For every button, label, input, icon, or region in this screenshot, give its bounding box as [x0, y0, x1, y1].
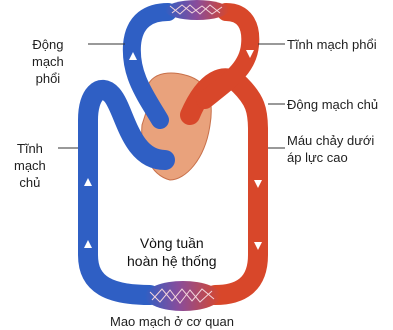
systemic-circulation-label-line2: hoàn hệ thống: [127, 252, 217, 270]
high-pressure-label: Máu chảy dưới áp lực cao: [287, 132, 374, 166]
pulmonary-artery-label-line2: mạch: [32, 53, 64, 70]
organ-capillary-bed: [145, 281, 221, 311]
high-pressure-label-line1: Máu chảy dưới: [287, 132, 374, 149]
pulmonary-artery-label: Động mạch phổi: [32, 36, 64, 87]
vena-cava-label-line3: chủ: [14, 174, 46, 191]
systemic-circulation-label: Vòng tuần hoàn hệ thống: [127, 234, 217, 270]
vena-cava-label-line1: Tĩnh: [14, 140, 46, 157]
pulmonary-vein-label: Tĩnh mạch phổi: [287, 36, 377, 53]
pulmonary-artery-label-line1: Động: [32, 36, 64, 53]
pulmonary-circulation-label-line2: hoàn phổi: [149, 53, 201, 66]
vena-cava-label: Tĩnh mạch chủ: [14, 140, 46, 191]
pulmonary-circulation-label-line1: Vòng tuần: [149, 40, 201, 53]
organ-capillaries-label: Mao mạch ở cơ quan: [110, 313, 234, 330]
vena-cava-label-line2: mạch: [14, 157, 46, 174]
systemic-circulation-label-line1: Vòng tuần: [127, 234, 217, 252]
pulmonary-artery-label-line3: phổi: [32, 70, 64, 87]
high-pressure-label-line2: áp lực cao: [287, 149, 374, 166]
pulmonary-circulation-label: Vòng tuần hoàn phổi: [149, 40, 201, 66]
aorta-label: Động mạch chủ: [287, 96, 378, 113]
